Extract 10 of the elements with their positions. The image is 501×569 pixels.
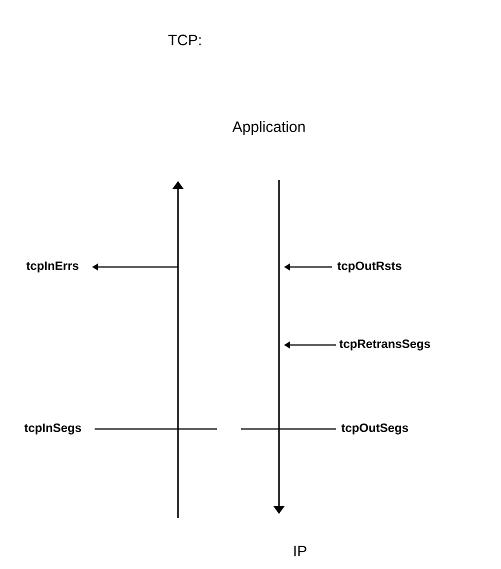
title: TCP: [168,34,201,46]
layer-label: IP [294,546,306,556]
counter-label: tcpOutRsts [337,262,402,272]
counter-label: tcpRetransSegs [339,340,430,350]
line [94,428,217,430]
layer-label: Application [232,121,305,135]
counter-label: tcpInSegs [24,424,82,434]
line [241,428,336,430]
counter-label: tcpInErrs [26,262,78,272]
counter-label: tcpOutSegs [341,424,408,434]
